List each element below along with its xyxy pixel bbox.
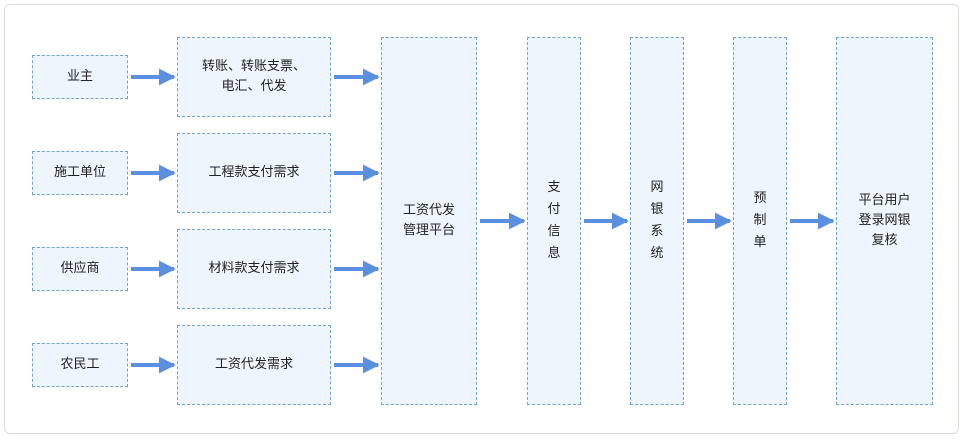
party-worker-box: 农民工 xyxy=(32,343,128,387)
pre-order-box: 预 制 单 xyxy=(733,37,787,405)
payment-info-box: 支 付 信 息 xyxy=(527,37,581,405)
party-supplier-box: 供应商 xyxy=(32,247,128,291)
request-material-payment-box: 材料款支付需求 xyxy=(177,229,331,309)
wage-platform-box: 工资代发 管理平台 xyxy=(381,37,477,405)
request-wage-box: 工资代发需求 xyxy=(177,325,331,405)
online-bank-system-box: 网 银 系 统 xyxy=(630,37,684,405)
request-transfer-box: 转账、转账支票、 电汇、代发 xyxy=(177,37,331,117)
party-contractor-box: 施工单位 xyxy=(32,151,128,195)
request-project-payment-box: 工程款支付需求 xyxy=(177,133,331,213)
party-owner-box: 业主 xyxy=(32,55,128,99)
platform-user-review-box: 平台用户 登录网银 复核 xyxy=(836,37,933,405)
diagram-frame xyxy=(4,4,959,434)
